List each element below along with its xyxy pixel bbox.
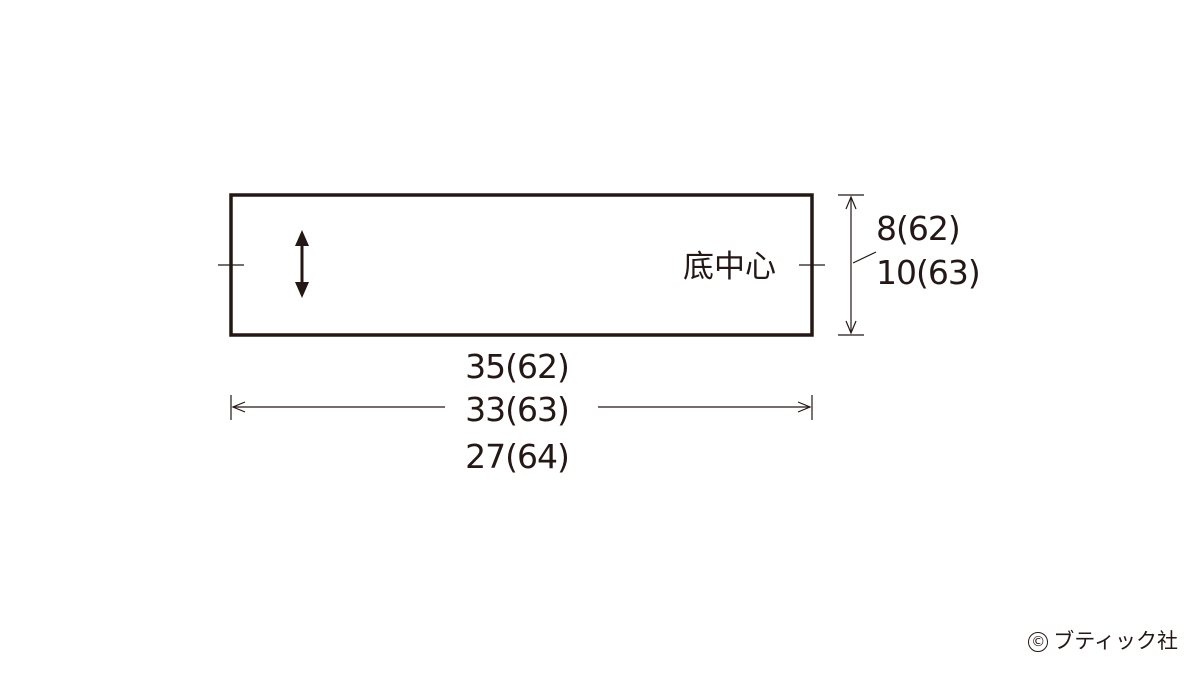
grain-direction-arrow-icon: [295, 230, 309, 298]
height-dimension-line: [838, 194, 877, 336]
width-dimension-3: 27(64): [465, 437, 570, 476]
bottom-center-label: 底中心: [683, 249, 776, 285]
width-dimension-1: 35(62): [465, 347, 570, 386]
copyright-icon: ©: [1028, 631, 1049, 652]
width-dimension-2: 33(63): [465, 390, 570, 429]
height-dimension-2: 10(63): [876, 253, 981, 292]
width-dimension-line: [230, 395, 813, 420]
height-dimension-1: 8(62): [876, 209, 961, 248]
copyright-notice: © ブティック社: [1028, 631, 1178, 652]
publisher-name: ブティック社: [1053, 629, 1178, 653]
